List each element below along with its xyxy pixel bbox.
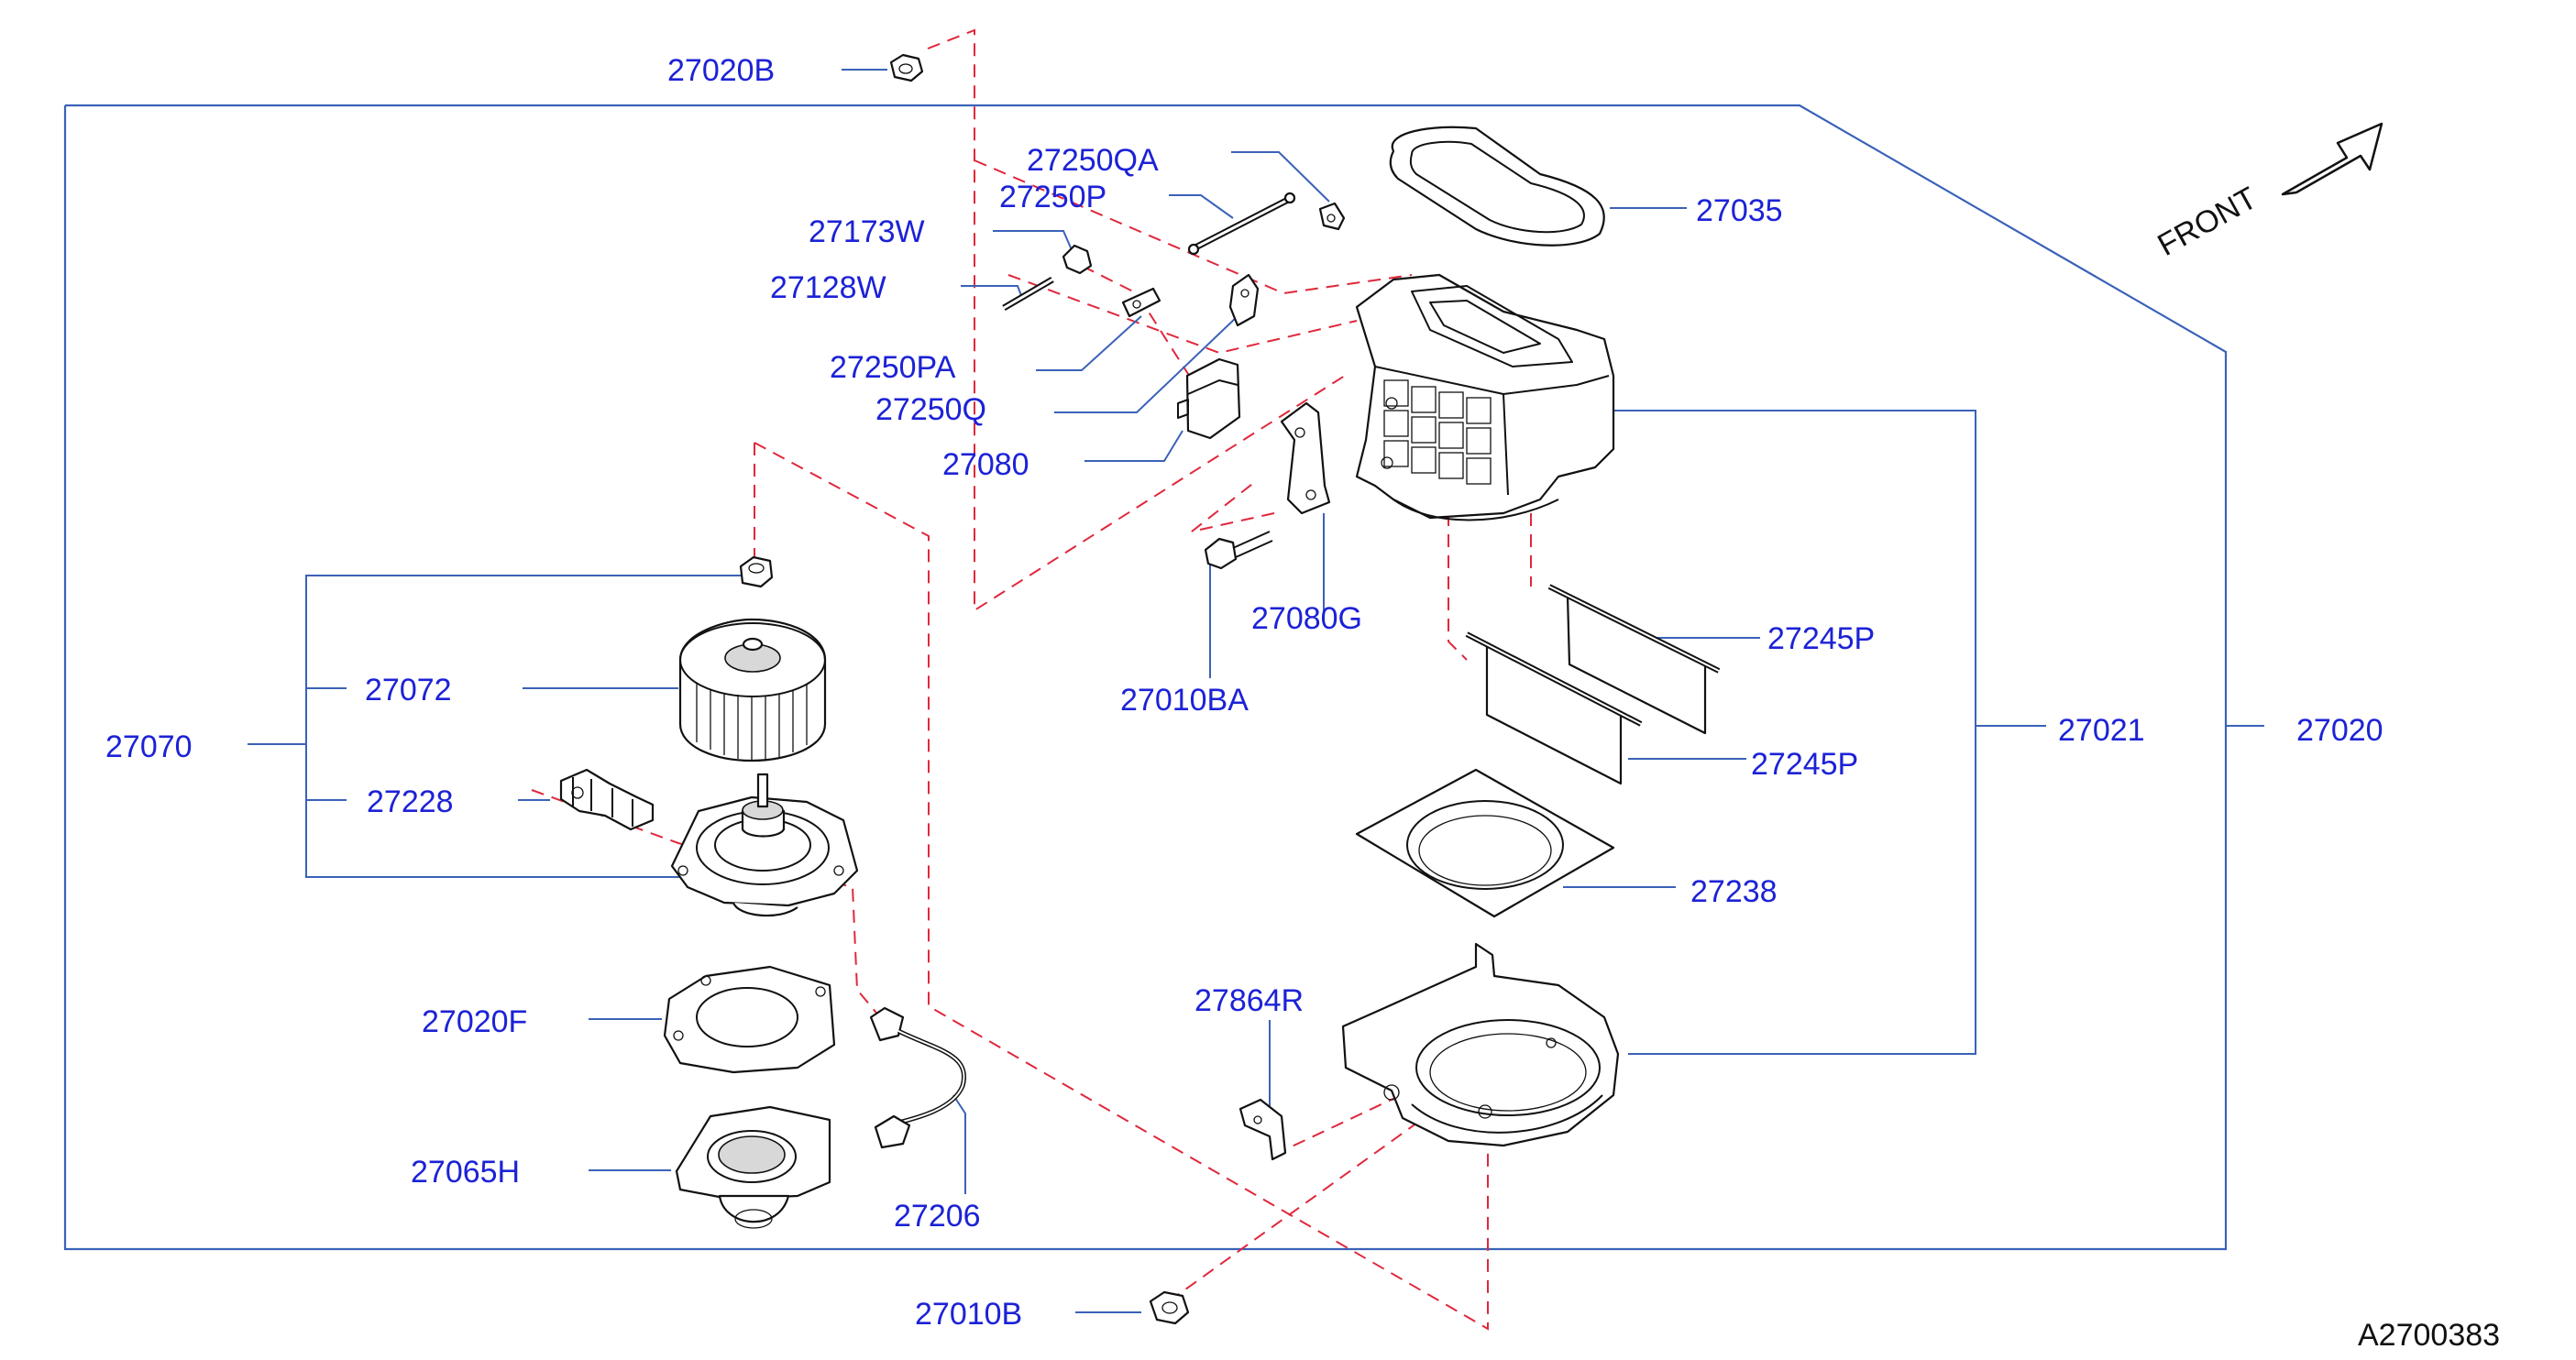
callout-27020: 27020 — [2296, 713, 2383, 748]
scroll-case-lower — [1341, 942, 1620, 1147]
assembly-dashed-lines — [531, 28, 1559, 1331]
bolt-27010b — [1149, 1290, 1190, 1325]
callout-27010b: 27010B — [915, 1297, 1022, 1332]
lever-27250q — [1228, 273, 1260, 327]
callout-27238: 27238 — [1690, 874, 1778, 909]
gasket-27020f — [663, 965, 836, 1074]
callout-27065h: 27065H — [411, 1155, 520, 1190]
front-label: FRONT — [2152, 181, 2262, 263]
callout-27020f: 27020F — [422, 1004, 527, 1039]
harness-27206 — [869, 1006, 966, 1149]
callout-labels: 27020B 27250QA 27250P 27173W 27128W 2725… — [105, 53, 2383, 1332]
gasket-27238 — [1355, 768, 1615, 918]
callout-27864r: 27864R — [1194, 983, 1304, 1018]
callout-27070: 27070 — [105, 729, 193, 764]
callout-27173w: 27173W — [809, 214, 925, 249]
blower-housing-27021 — [1355, 273, 1615, 521]
door-27245p-upper — [1547, 584, 1721, 735]
leader-lines — [248, 69, 2264, 1313]
callout-27250qa: 27250QA — [1027, 143, 1159, 178]
callout-27245p-upper: 27245P — [1767, 621, 1875, 656]
callout-27080g: 27080G — [1251, 601, 1362, 636]
callout-27010ba: 27010BA — [1120, 683, 1249, 718]
callout-27080: 27080 — [942, 447, 1029, 482]
clip-27173w — [1062, 244, 1093, 275]
fan-wheel-27072 — [678, 618, 827, 762]
callout-27021: 27021 — [2058, 713, 2145, 748]
seal-27035 — [1389, 126, 1605, 247]
bracket-27080g — [1280, 401, 1331, 515]
screw-27010ba — [1204, 531, 1273, 570]
callout-27250pa: 27250PA — [830, 350, 956, 385]
door-27245p-lower — [1465, 631, 1643, 785]
nut-27070 — [739, 555, 774, 588]
rod-27250p — [1187, 192, 1296, 256]
harness-27228 — [559, 768, 655, 831]
callout-27228: 27228 — [367, 784, 454, 819]
callout-27128w: 27128W — [770, 270, 886, 305]
callout-27250p: 27250P — [999, 180, 1106, 214]
diagram-reference-code: A2700383 — [2358, 1318, 2500, 1353]
callout-27250q: 27250Q — [875, 392, 986, 427]
rod-27128w — [1002, 276, 1054, 312]
callout-27245p-lower: 27245P — [1751, 747, 1858, 782]
callout-27020b: 27020B — [667, 53, 775, 88]
callout-27035: 27035 — [1696, 193, 1783, 228]
front-direction-arrow-icon — [2281, 122, 2383, 196]
blower-motor — [670, 773, 859, 917]
motor-housing-27065h — [675, 1105, 831, 1229]
callout-27206: 27206 — [894, 1199, 981, 1234]
clip-27250qa — [1318, 202, 1346, 231]
bracket-27864r — [1238, 1098, 1287, 1161]
nut-27020b — [889, 53, 924, 82]
callout-27072: 27072 — [365, 673, 452, 707]
assembly-frame — [63, 104, 2228, 1251]
link-27250pa — [1121, 287, 1161, 318]
actuator-27080 — [1177, 357, 1241, 440]
